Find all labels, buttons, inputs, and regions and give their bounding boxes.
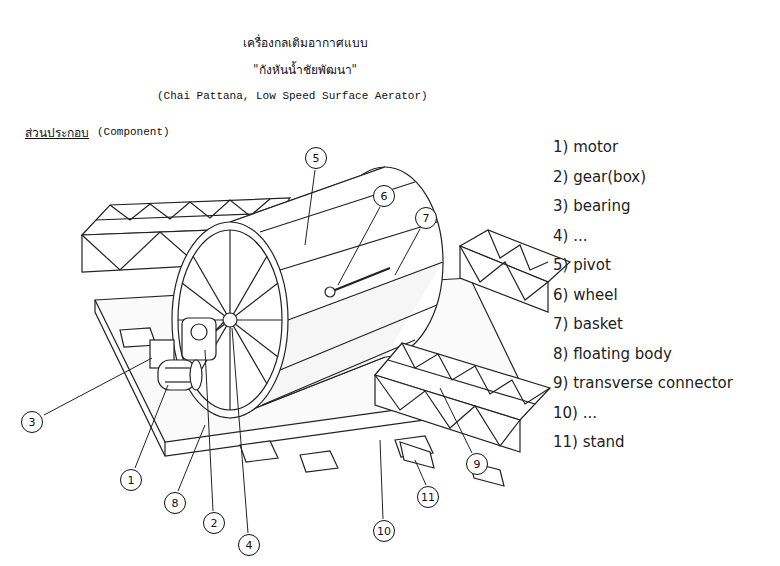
section-heading: ส่วนประกอบ	[25, 126, 89, 140]
callout-number: 8	[164, 492, 186, 514]
callout-number: 2	[203, 512, 225, 534]
legend-item: 3) bearing	[553, 197, 630, 215]
subtitle-english: (Chai Pattana, Low Speed Surface Aerator…	[157, 90, 428, 103]
legend-item: 2) gear(box)	[553, 168, 646, 186]
section-heading: (Component)	[97, 126, 170, 139]
legend-item: 11) stand	[553, 433, 625, 451]
legend-item: 1) motor	[553, 138, 618, 156]
base-plate-edge	[164, 442, 165, 456]
legend-item: 4) ...	[553, 227, 587, 245]
callout-number: 5	[305, 147, 327, 169]
callout-number: 10	[373, 520, 395, 542]
title: เครื่องกลเติมอากาศแบบ	[243, 36, 368, 50]
legend-item: 6) wheel	[553, 286, 618, 304]
callout-number: 9	[466, 453, 488, 475]
callout-number: 6	[373, 185, 395, 207]
callout-number: 1	[120, 469, 142, 491]
legend-item: 9) transverse connector	[553, 374, 733, 392]
callout-number: 3	[21, 411, 43, 433]
legend-item: 7) basket	[553, 315, 623, 333]
callout-number: 11	[417, 486, 439, 508]
callout-number: 4	[238, 534, 260, 556]
subtitle-thai: "กังหันน้ำชัยพัฒนา"	[253, 63, 357, 77]
legend-item: 8) floating body	[553, 345, 672, 363]
drive-unit	[150, 318, 224, 390]
front-float-truss	[375, 343, 550, 486]
legend-item: 5) pivot	[553, 256, 611, 274]
leader-lines	[44, 170, 472, 533]
legend-item: 10) ...	[553, 404, 597, 422]
callout-number: 7	[415, 207, 437, 229]
